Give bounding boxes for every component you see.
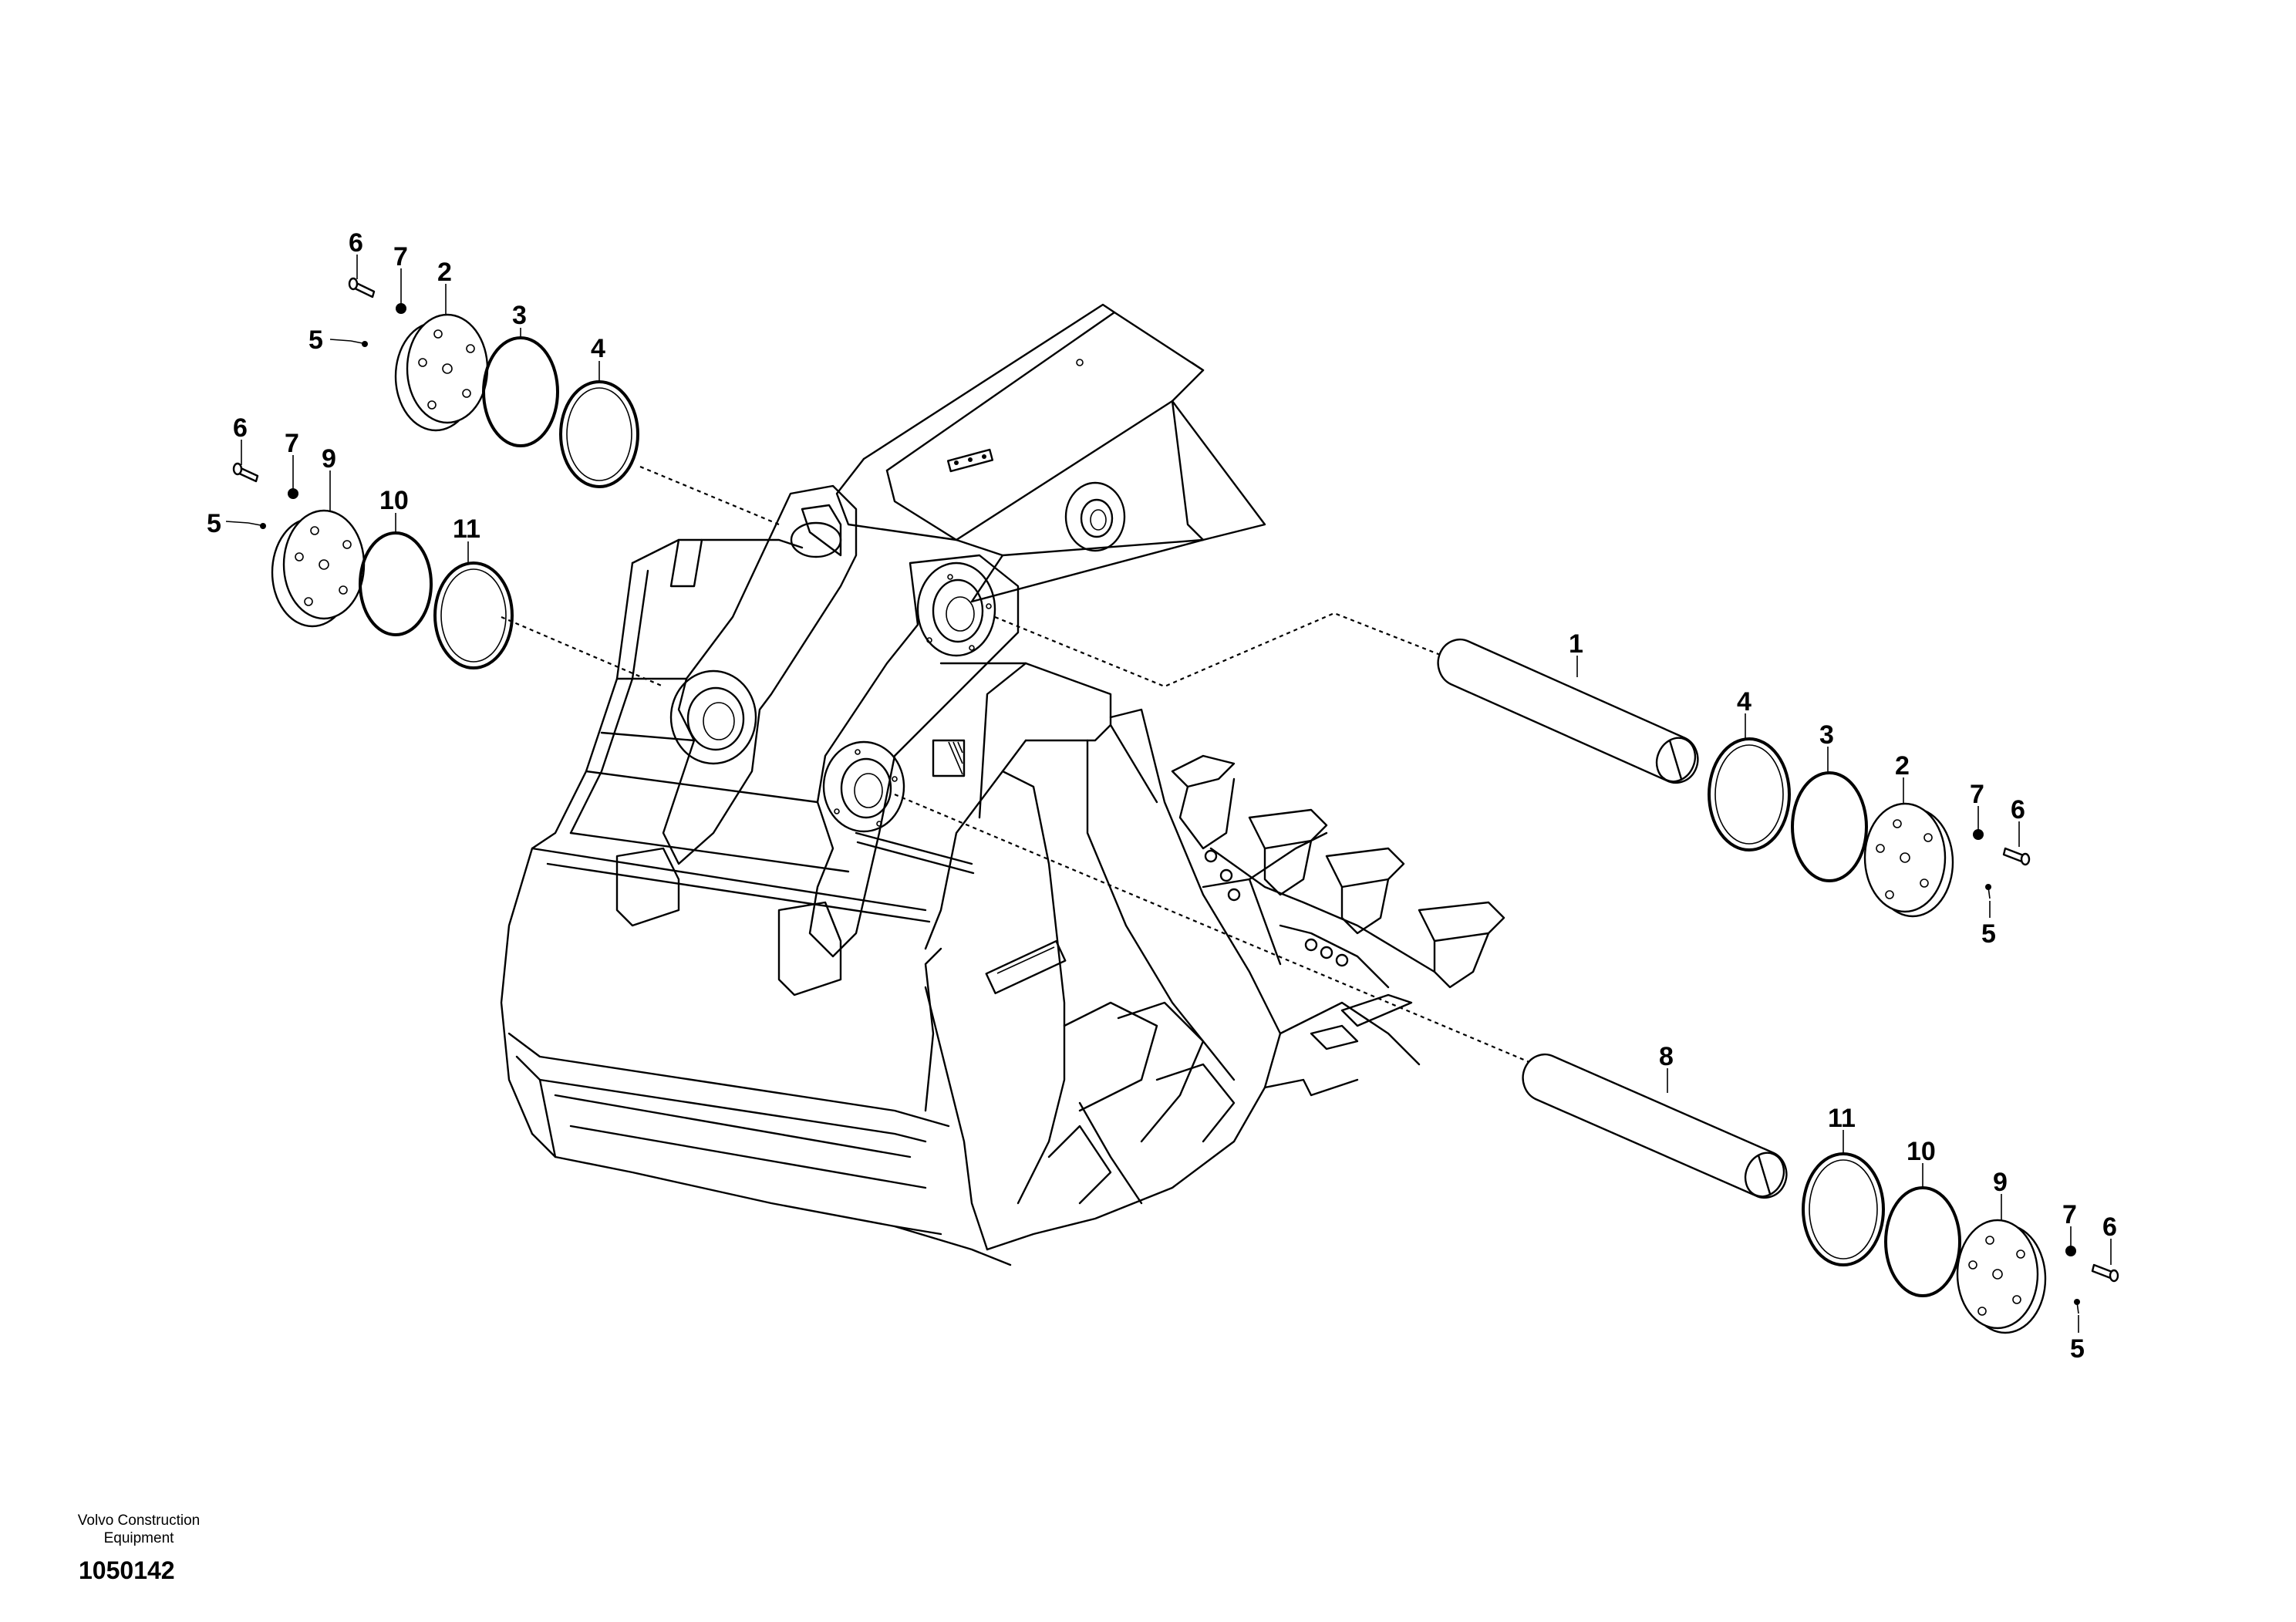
- pin-5-mid-left: [248, 522, 266, 529]
- shim-ring-11-right: [1802, 1152, 1885, 1266]
- brand-caption: Volvo Construction Equipment: [54, 1512, 224, 1547]
- callout-4: 4: [591, 334, 605, 363]
- shim-ring-4-right: [1708, 737, 1791, 851]
- pin-5-upper-left: [350, 340, 368, 347]
- pin-8: [1522, 1053, 1788, 1199]
- callout-2: 2: [1895, 751, 1910, 781]
- callout-10: 10: [1907, 1137, 1936, 1166]
- o-ring-10-left: [359, 531, 433, 636]
- callout-11: 11: [1828, 1104, 1856, 1133]
- callout-7: 7: [2062, 1200, 2077, 1229]
- bucket-link-rear: [662, 484, 858, 865]
- callout-8: 8: [1659, 1042, 1674, 1071]
- o-ring-3-right: [1791, 771, 1868, 882]
- callout-3: 3: [512, 301, 527, 330]
- o-ring-10-right: [1884, 1186, 1961, 1297]
- callout-6: 6: [233, 413, 248, 443]
- callout-7: 7: [285, 429, 299, 458]
- callout-9: 9: [1993, 1168, 2008, 1197]
- callout-5: 5: [2070, 1334, 2085, 1364]
- callout-5: 5: [207, 509, 221, 538]
- o-ring-3-left: [482, 336, 559, 447]
- drawing-number: 1050142: [79, 1556, 175, 1584]
- callout-6: 6: [2011, 795, 2025, 824]
- bolt-6-upper-right: [2002, 847, 2031, 866]
- callout-5: 5: [308, 325, 323, 355]
- brand-line-1: Volvo Construction: [77, 1512, 201, 1529]
- callout-numbers: 6 7 2 5 3 4 6 7 9 5 10 11 1 4 3 2 7 6 5 …: [207, 228, 2117, 1364]
- shim-ring-4-left: [559, 380, 639, 488]
- end-plate-9-left: [271, 509, 366, 628]
- washer-7-upper-right: [1973, 829, 1984, 840]
- excavator-arm: [835, 303, 1266, 603]
- assembly-lines: [501, 465, 1536, 1066]
- bucket: [500, 538, 1421, 1266]
- callout-6: 6: [2102, 1212, 2117, 1242]
- callout-10: 10: [379, 486, 409, 515]
- pin-1: [1437, 638, 1699, 784]
- bucket-teeth: [1171, 754, 1505, 1050]
- callout-7: 7: [393, 242, 408, 271]
- end-plate-2-left: [394, 313, 489, 432]
- callout-6: 6: [349, 228, 363, 258]
- callout-7: 7: [1970, 780, 1984, 809]
- pin-5-lower-right: [2074, 1299, 2080, 1314]
- bolt-6-upper-left: [348, 277, 376, 298]
- brand-line-2: Equipment: [103, 1530, 174, 1546]
- callout-2: 2: [437, 258, 452, 287]
- washer-7-lower-right: [2065, 1246, 2076, 1256]
- end-plate-9-right: [1956, 1219, 2047, 1334]
- callout-3: 3: [1819, 720, 1834, 750]
- leader-lines: [225, 255, 2112, 1333]
- callout-9: 9: [322, 444, 336, 474]
- shim-ring-11-left: [433, 561, 514, 669]
- washer-7-mid-left: [288, 488, 298, 499]
- pin-5-upper-right: [1985, 884, 1991, 899]
- bolt-6-lower-right: [2091, 1263, 2119, 1283]
- bucket-link-front: [808, 554, 1020, 958]
- washer-7-upper-left: [396, 303, 406, 314]
- callout-5: 5: [1981, 919, 1996, 949]
- callout-4: 4: [1737, 687, 1752, 717]
- end-plate-2-right: [1863, 802, 1954, 918]
- callout-11: 11: [453, 514, 480, 544]
- callout-1: 1: [1569, 629, 1583, 659]
- bolt-6-mid-left: [232, 462, 259, 483]
